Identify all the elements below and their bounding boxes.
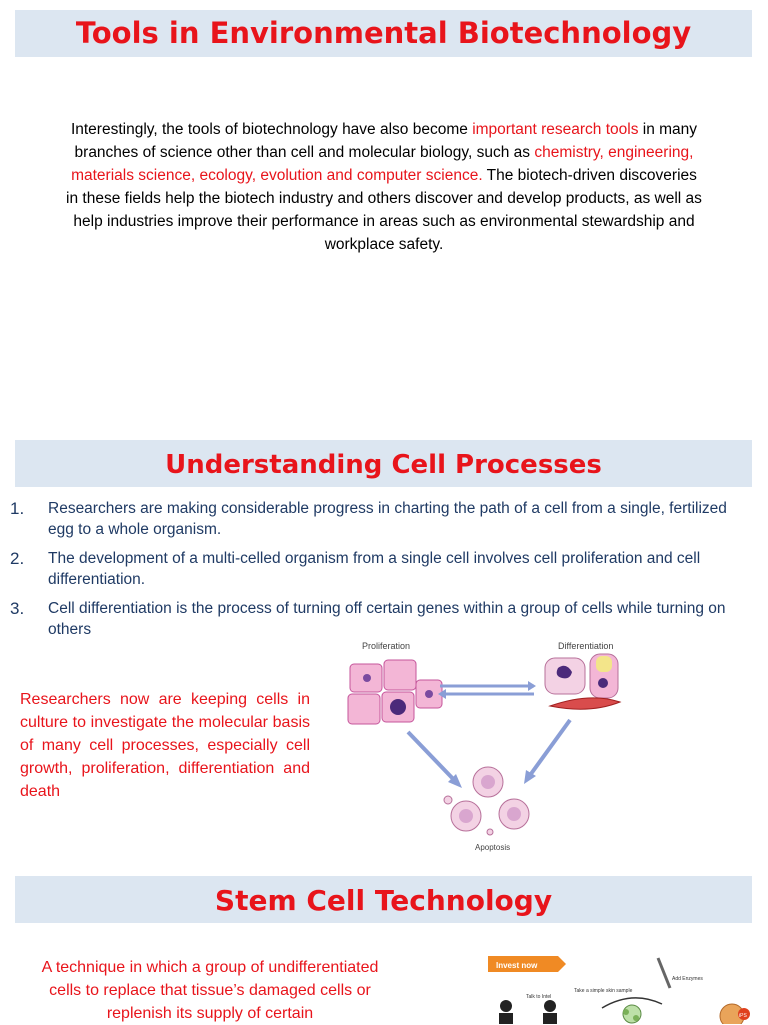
person-icon <box>499 1000 557 1024</box>
list-text: The development of a multi-celled organi… <box>48 550 701 588</box>
pipette-icon <box>656 957 672 989</box>
intro-seg-4: The biotech-driven discoveries in these … <box>66 167 702 253</box>
cell-cluster-icon <box>622 1004 642 1024</box>
list-number: 1. <box>10 499 25 518</box>
cell-process-list: 1. Researchers are making considerable p… <box>0 498 768 648</box>
section-title-cell-processes: Understanding Cell Processes <box>15 440 752 487</box>
section-title-tools: Tools in Environmental Biotechnology <box>15 10 752 57</box>
cell-cycle-diagram: Proliferation Differentiation Apoptosis <box>347 641 622 852</box>
list-text: Researchers are making considerable prog… <box>48 500 727 538</box>
intro-seg-0: Interestingly, the tools of biotechnolog… <box>70 121 473 138</box>
curved-arrow-icon <box>601 997 663 1009</box>
invest-now-label: Invest now <box>496 961 538 970</box>
intro-paragraph: Interestingly, the tools of biotechnolog… <box>64 118 704 256</box>
intro-seg-2: in many branches of science other than c… <box>74 121 698 161</box>
talk-label: Talk to Intel <box>526 994 551 1000</box>
list-item: 1. Researchers are making considerable p… <box>0 498 768 540</box>
differentiation-label: Differentiation <box>558 641 613 651</box>
ips-label: iPS <box>739 1013 747 1019</box>
enzymes-label: Add Enzymes <box>672 976 703 982</box>
ips-cell-icon: iPS <box>719 1003 750 1024</box>
culture-paragraph: Researchers now are keeping cells in cul… <box>20 691 310 800</box>
stem-cell-paragraph: A technique in which a group of undiffer… <box>41 959 379 1022</box>
stem-cell-steps-figure: Invest now Talk to Intel Take a simple s… <box>488 956 750 1024</box>
list-item: 2. The development of a multi-celled org… <box>0 548 768 590</box>
list-text: Cell differentiation is the process of t… <box>48 600 726 638</box>
skin-sample-label: Take a simple skin sample <box>574 988 633 994</box>
list-number: 3. <box>10 599 25 618</box>
apoptosis-cells-icon <box>443 766 530 836</box>
intro-seg-3-highlight: chemistry, engineering, materials scienc… <box>71 144 694 184</box>
list-item: 3. Cell differentiation is the process o… <box>0 598 768 640</box>
apoptosis-label: Apoptosis <box>475 843 510 852</box>
invest-now-banner-shape <box>488 956 566 972</box>
section-title-stem-cell: Stem Cell Technology <box>15 876 752 923</box>
differentiated-cells-icon <box>544 653 622 710</box>
arrows-icon <box>406 681 572 788</box>
proliferation-cells-icon <box>347 659 443 725</box>
list-number: 2. <box>10 549 25 568</box>
intro-seg-1-highlight: important research tools <box>472 121 639 138</box>
proliferation-label: Proliferation <box>362 641 410 651</box>
